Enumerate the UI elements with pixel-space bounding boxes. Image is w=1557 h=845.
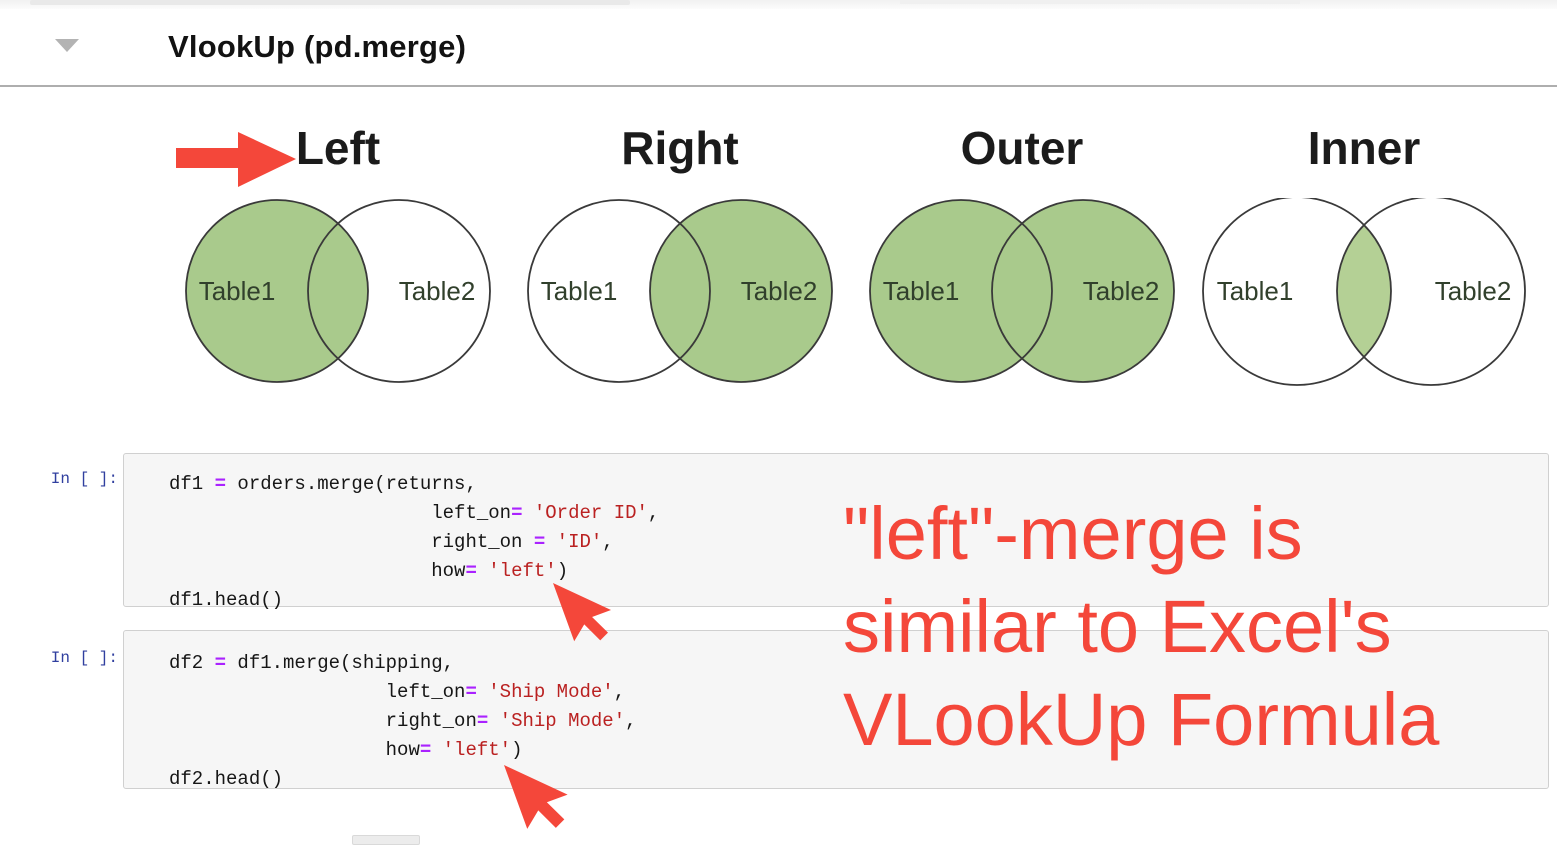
- venn-title-right: Right: [621, 122, 739, 174]
- code-editor[interactable]: df2 = df1.merge(shipping, left_on= 'Ship…: [169, 652, 637, 790]
- table2-label: Table2: [399, 276, 476, 306]
- red-annotation-text: "left"-merge is similar to Excel's VLook…: [843, 487, 1439, 766]
- toolbar-remnant: [30, 0, 630, 5]
- table2-label: Table2: [1083, 276, 1160, 306]
- code-editor[interactable]: df1 = orders.merge(returns, left_on= 'Or…: [169, 473, 660, 611]
- input-prompt: In [ ]:: [50, 470, 118, 488]
- venn-diagram-right: Table1 Table2: [527, 199, 833, 383]
- annotation-line: "left"-merge is: [843, 492, 1303, 575]
- venn-title-left: Left: [295, 122, 381, 174]
- annotation-line: similar to Excel's: [843, 585, 1392, 668]
- venn-group-inner: Inner Table1 Table2: [1192, 118, 1536, 392]
- input-prompt: In [ ]:: [50, 649, 118, 667]
- table1-label: Table1: [1217, 276, 1294, 306]
- venn-group-outer: Outer Table1 Table2: [850, 118, 1194, 392]
- venn-diagram-outer: Table1 Table2: [869, 199, 1175, 383]
- next-cell-partial[interactable]: [352, 835, 420, 845]
- code-cell[interactable]: [123, 630, 1549, 789]
- venn-group-left: Left Table1 Table2: [166, 118, 510, 392]
- toolbar-remnant: [900, 0, 1300, 4]
- table1-label: Table1: [883, 276, 960, 306]
- annotation-line: VLookUp Formula: [843, 678, 1440, 761]
- venn-diagram-left: Table1 Table2: [185, 199, 491, 383]
- table1-label: Table1: [199, 276, 276, 306]
- venn-title-outer: Outer: [960, 122, 1084, 174]
- table1-label: Table1: [541, 276, 618, 306]
- chevron-down-icon[interactable]: [55, 39, 81, 55]
- section-heading: VlookUp (pd.merge): [168, 29, 467, 64]
- cropped-toolbar-strip: [0, 0, 1557, 9]
- header-divider: [0, 85, 1557, 87]
- venn-diagram-inner: Table1 Table2: [1202, 198, 1526, 386]
- venn-group-right: Right Table1 Table2: [508, 118, 852, 392]
- table2-label: Table2: [741, 276, 818, 306]
- code-cell[interactable]: [123, 453, 1549, 607]
- venn-title-inner: Inner: [1307, 122, 1421, 174]
- table2-label: Table2: [1435, 276, 1512, 306]
